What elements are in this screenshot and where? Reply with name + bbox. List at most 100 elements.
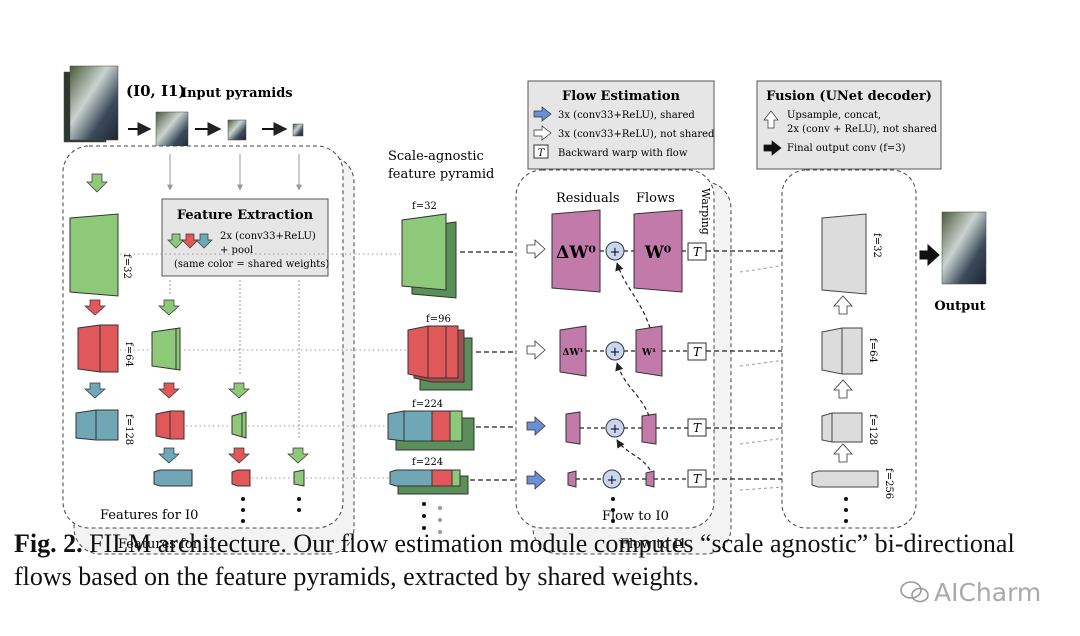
warping-label: Warping	[699, 188, 712, 235]
red-arrow-icon	[158, 382, 180, 399]
feature-block-l2-green	[231, 411, 247, 439]
green-arrow-icon	[86, 173, 108, 193]
f-label: f=128	[123, 414, 134, 445]
flow-label-w0: W⁰	[644, 243, 672, 263]
scale-agnostic-l3-red	[431, 469, 453, 487]
upsample-arrow-icon	[833, 443, 853, 463]
scale-agnostic-l3-green	[451, 469, 461, 487]
flow-block-l2	[641, 413, 657, 445]
final-conv-arrow-icon	[919, 243, 940, 267]
flow-internal-connectors	[576, 250, 688, 480]
fusion-legend-1b: 2x (conv + ReLU), not shared	[787, 124, 938, 135]
warp-symbol: T	[693, 421, 702, 435]
svg-text:+: +	[610, 245, 621, 260]
red-arrow-icon	[84, 299, 106, 316]
continuation-dots	[844, 497, 848, 523]
caption-label: Fig. 2.	[14, 529, 83, 558]
upsample-arrow-icon	[763, 110, 779, 129]
feature-extraction-line2: + pool	[220, 245, 253, 256]
residual-block-l3	[567, 470, 577, 488]
feature-extraction-title: Feature Extraction	[177, 208, 314, 223]
feature-block-l3-green	[293, 469, 305, 487]
final-conv-arrow-icon	[763, 140, 782, 156]
watermark: AICharm	[900, 578, 1041, 607]
continuation-dots	[611, 497, 615, 523]
input-pyramids: (I0, I1) Input pyramids	[63, 65, 304, 151]
features-i1-label: Features for I1	[118, 537, 216, 552]
f-label: f=224	[412, 457, 443, 468]
f-label: f=64	[123, 342, 134, 367]
upsample-arrow-icon	[833, 295, 853, 315]
output: Output	[919, 211, 987, 314]
feature-block-l1-green	[151, 327, 181, 371]
f-label: f=96	[426, 314, 451, 325]
shared-conv-arrow-icon	[526, 470, 546, 490]
f-label: f=32	[412, 201, 437, 212]
caption-text: FILM architecture. Our flow estimation m…	[14, 529, 1015, 591]
input-image-half	[155, 111, 189, 151]
unshared-conv-arrow-icon	[526, 340, 546, 360]
residuals-label: Residuals	[556, 191, 620, 206]
flow-block-l3	[645, 470, 655, 488]
figure-caption: Fig. 2. FILM architecture. Our flow esti…	[14, 527, 1054, 593]
svg-text:+: +	[610, 345, 621, 360]
warp-symbol: T	[538, 148, 546, 159]
teal-arrow-icon	[158, 447, 180, 464]
warp-symbol: T	[693, 345, 702, 359]
fusion-legend: Fusion (UNet decoder) Upsample, concat, …	[756, 80, 942, 170]
fusion-legend-1a: Upsample, concat,	[787, 110, 881, 121]
fusion-legend-2: Final output conv (f=3)	[787, 143, 906, 154]
f-label: f=64	[867, 338, 878, 363]
teal-arrow-icon	[84, 382, 106, 399]
green-arrow-icon	[167, 233, 185, 249]
f-label: f=32	[871, 233, 882, 258]
flow-to-i1-label: Flow to I1	[620, 537, 687, 552]
scale-agnostic-l3-teal	[389, 469, 433, 487]
watermark-text: AICharm	[934, 578, 1042, 607]
feature-concat-connectors	[120, 253, 408, 479]
flow-legend-1: 3x (conv33+ReLU), shared	[558, 110, 695, 121]
residual-block-l1	[559, 325, 587, 377]
green-arrow-icon	[287, 447, 309, 464]
scale-agnostic-l2-green	[449, 410, 463, 442]
unshared-conv-arrow-icon	[533, 125, 552, 141]
feature-extraction-region: Features for I0 Features for I1 Feature …	[62, 145, 355, 555]
teal-arrow-icon	[195, 233, 213, 249]
f-label: f=128	[867, 414, 878, 445]
fusion-decoder: f=32 f=64 f=128 f=256	[781, 169, 917, 529]
feature-extraction-line1: 2x (conv33+ReLU)	[220, 231, 316, 242]
red-arrow-icon	[228, 447, 250, 464]
features-i0-label: Features for I0	[100, 508, 198, 523]
green-arrow-icon	[158, 299, 180, 316]
output-label: Output	[934, 299, 985, 314]
scale-agnostic-l2-teal	[387, 410, 433, 442]
residual-label-dw0: ΔW⁰	[556, 243, 596, 263]
f-label: f=256	[883, 468, 894, 499]
fusion-block-l2	[821, 412, 863, 443]
feature-block-l0-green	[69, 213, 119, 297]
scale-agnostic-l1	[407, 325, 459, 379]
upsample-arrow-icon	[833, 379, 853, 399]
fusion-block-l3	[811, 470, 879, 488]
shared-conv-arrow-icon	[526, 416, 546, 436]
input-title: (I0, I1)	[126, 82, 186, 100]
flow-legend-2: 3x (conv33+ReLU), not shared	[558, 129, 715, 140]
flows-label: Flows	[636, 191, 675, 206]
scale-agnostic-l2-red	[431, 410, 451, 442]
flow-estimation-module: Flow to I0 Flow to I1 Residuals Flows Wa…	[515, 169, 732, 555]
red-arrow-icon	[181, 233, 199, 249]
scale-agnostic-pyramid: Scale-agnostic feature pyramid f=32 f=96…	[387, 149, 494, 534]
feature-block-l3-teal	[153, 469, 193, 487]
warp-symbol: T	[693, 245, 702, 259]
f-label: f=32	[121, 254, 132, 279]
svg-text:+: +	[607, 473, 618, 488]
feature-block-l1-red	[77, 324, 119, 373]
wechat-icon	[900, 581, 929, 603]
shared-conv-arrow-icon	[533, 106, 552, 122]
input-subtitle: Input pyramids	[181, 86, 293, 101]
scale-agnostic-label-1: Scale-agnostic	[388, 149, 484, 164]
flow-legend-3: Backward warp with flow	[558, 148, 688, 159]
scale-agnostic-label-2: feature pyramid	[388, 167, 494, 182]
flow-block-l1	[635, 325, 663, 377]
